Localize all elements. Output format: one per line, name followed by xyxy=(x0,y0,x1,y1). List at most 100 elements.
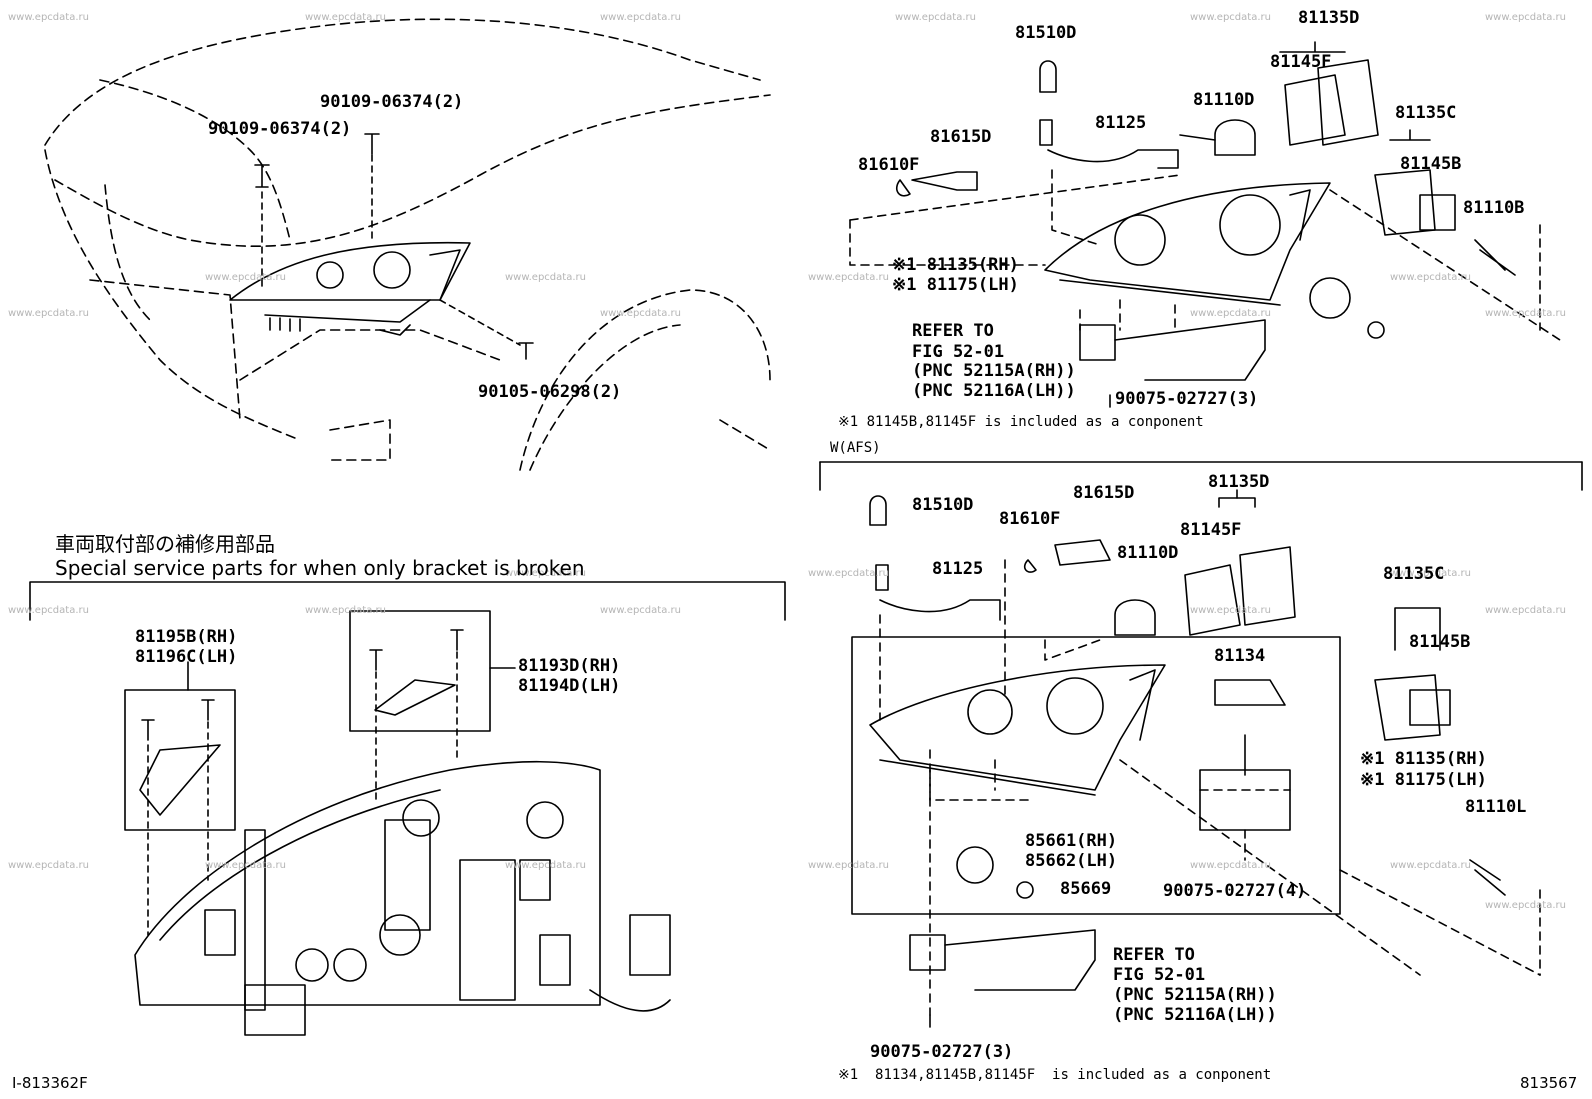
bracket-top-right xyxy=(1079,319,1266,408)
watermark: www.epcdata.ru xyxy=(205,272,286,283)
part-label: FIG 52-01 xyxy=(1113,965,1206,985)
watermark: www.epcdata.ru xyxy=(1390,272,1471,283)
watermark: www.epcdata.ru xyxy=(305,12,386,23)
part-label: 81110D xyxy=(1193,90,1255,110)
part-label: 90075-02727(3) xyxy=(1115,389,1259,409)
part-label: FIG 52-01 xyxy=(912,342,1005,362)
bracket-heading-en: Special service parts for when only brac… xyxy=(55,556,585,580)
watermark: www.epcdata.ru xyxy=(505,568,586,579)
afs-title: W(AFS) xyxy=(830,440,881,456)
part-label: 81145F xyxy=(1270,52,1332,72)
watermark: www.epcdata.ru xyxy=(1190,12,1271,23)
watermark: www.epcdata.ru xyxy=(1390,860,1471,871)
watermark: www.epcdata.ru xyxy=(600,308,681,319)
watermark: www.epcdata.ru xyxy=(808,860,889,871)
part-label: 81510D xyxy=(912,495,974,515)
part-label: 81110D xyxy=(1117,543,1179,563)
car-front-drawing xyxy=(44,18,771,471)
bulbs-top-right xyxy=(895,59,1516,339)
headlamp-top-right xyxy=(1044,182,1331,306)
part-label: REFER TO xyxy=(1113,945,1195,965)
part-label: 81615D xyxy=(930,127,992,147)
watermark: www.epcdata.ru xyxy=(505,860,586,871)
part-label: 81135D xyxy=(1298,8,1360,28)
part-label: ※1 81175(LH) xyxy=(892,275,1019,295)
afs-bracket xyxy=(909,929,1096,1028)
bracket-box-left xyxy=(124,689,236,831)
watermark: www.epcdata.ru xyxy=(1190,308,1271,319)
part-label: 81510D xyxy=(1015,23,1077,43)
watermark: www.epcdata.ru xyxy=(305,605,386,616)
watermark: www.epcdata.ru xyxy=(1485,900,1566,911)
watermark: www.epcdata.ru xyxy=(895,12,976,23)
part-label: 81135D xyxy=(1208,472,1270,492)
part-label: 81196C(LH) xyxy=(135,647,238,667)
part-label: (PNC 52116A(LH)) xyxy=(912,381,1076,401)
watermark: www.epcdata.ru xyxy=(8,605,89,616)
headlamp-top-left xyxy=(229,241,471,336)
watermark: www.epcdata.ru xyxy=(1190,860,1271,871)
part-label: ※1 81175(LH) xyxy=(1360,770,1487,790)
watermark: www.epcdata.ru xyxy=(8,12,89,23)
bracket-heading-jp: 車両取付部の補修用部品 xyxy=(55,532,275,556)
watermark: www.epcdata.ru xyxy=(808,568,889,579)
watermark: www.epcdata.ru xyxy=(1485,308,1566,319)
part-label: 81125 xyxy=(932,559,984,579)
part-label: (PNC 52115A(RH)) xyxy=(912,361,1076,381)
part-label: 81145F xyxy=(1180,520,1242,540)
afs-parts xyxy=(869,495,1506,899)
watermark: www.epcdata.ru xyxy=(505,272,586,283)
part-label: ※1 81135(RH) xyxy=(892,255,1019,275)
part-label: 85662(LH) xyxy=(1025,851,1118,871)
part-label: 81615D xyxy=(1073,483,1135,503)
part-label: 81195B(RH) xyxy=(135,627,238,647)
bolts-top-left xyxy=(254,133,534,360)
watermark: www.epcdata.ru xyxy=(600,605,681,616)
watermark: www.epcdata.ru xyxy=(808,272,889,283)
part-label: 81194D(LH) xyxy=(518,676,621,696)
watermark: www.epcdata.ru xyxy=(1485,12,1566,23)
part-label: 81125 xyxy=(1095,113,1147,133)
afs-label-brackets xyxy=(1218,41,1441,651)
bracket-frame xyxy=(29,581,786,621)
part-label: 90105-06298(2) xyxy=(478,382,622,402)
watermark: www.epcdata.ru xyxy=(600,12,681,23)
watermark: www.epcdata.ru xyxy=(8,860,89,871)
figure-code-left: I-813362F xyxy=(12,1074,88,1092)
bracket-box-right xyxy=(349,610,491,732)
afs-inner-box xyxy=(851,636,1341,915)
watermark: www.epcdata.ru xyxy=(1485,605,1566,616)
component-note: ※1 81145B,81145F is included as a conpon… xyxy=(838,414,1204,430)
bracket-parts xyxy=(139,629,464,816)
bracket-leaders xyxy=(147,651,458,936)
part-label: ※1 81135(RH) xyxy=(1360,749,1487,769)
part-label: 90075-02727(3) xyxy=(870,1042,1014,1062)
part-label: (PNC 52115A(RH)) xyxy=(1113,985,1277,1005)
part-label: 90109-06374(2) xyxy=(320,92,464,112)
watermark: www.epcdata.ru xyxy=(1190,605,1271,616)
figure-code-right: 813567 xyxy=(1520,1074,1578,1092)
part-label: 90075-02727(4) xyxy=(1163,881,1307,901)
watermark: www.epcdata.ru xyxy=(8,308,89,319)
part-label: 81193D(RH) xyxy=(518,656,621,676)
afs-headlamp xyxy=(869,664,1166,796)
afs-leaders xyxy=(879,559,1541,1016)
headlamp-rear-view xyxy=(134,760,671,1036)
watermark: www.epcdata.ru xyxy=(1390,568,1471,579)
part-label: 81110B xyxy=(1463,198,1525,218)
part-label: 81610F xyxy=(999,509,1061,529)
part-label: 81110L xyxy=(1465,797,1527,817)
part-label: (PNC 52116A(LH)) xyxy=(1113,1005,1277,1025)
part-label: 81134 xyxy=(1214,646,1266,666)
leaders-top-right xyxy=(849,169,1561,341)
part-label: 81135C xyxy=(1383,564,1445,584)
part-label: 81135C xyxy=(1395,103,1457,123)
part-label: 85661(RH) xyxy=(1025,831,1118,851)
watermark: www.epcdata.ru xyxy=(205,860,286,871)
part-label: 85669 xyxy=(1060,879,1112,899)
part-label: 81610F xyxy=(858,155,920,175)
component-note: ※1 81134,81145B,81145F is included as a … xyxy=(838,1067,1272,1083)
part-label: 81145B xyxy=(1400,154,1462,174)
